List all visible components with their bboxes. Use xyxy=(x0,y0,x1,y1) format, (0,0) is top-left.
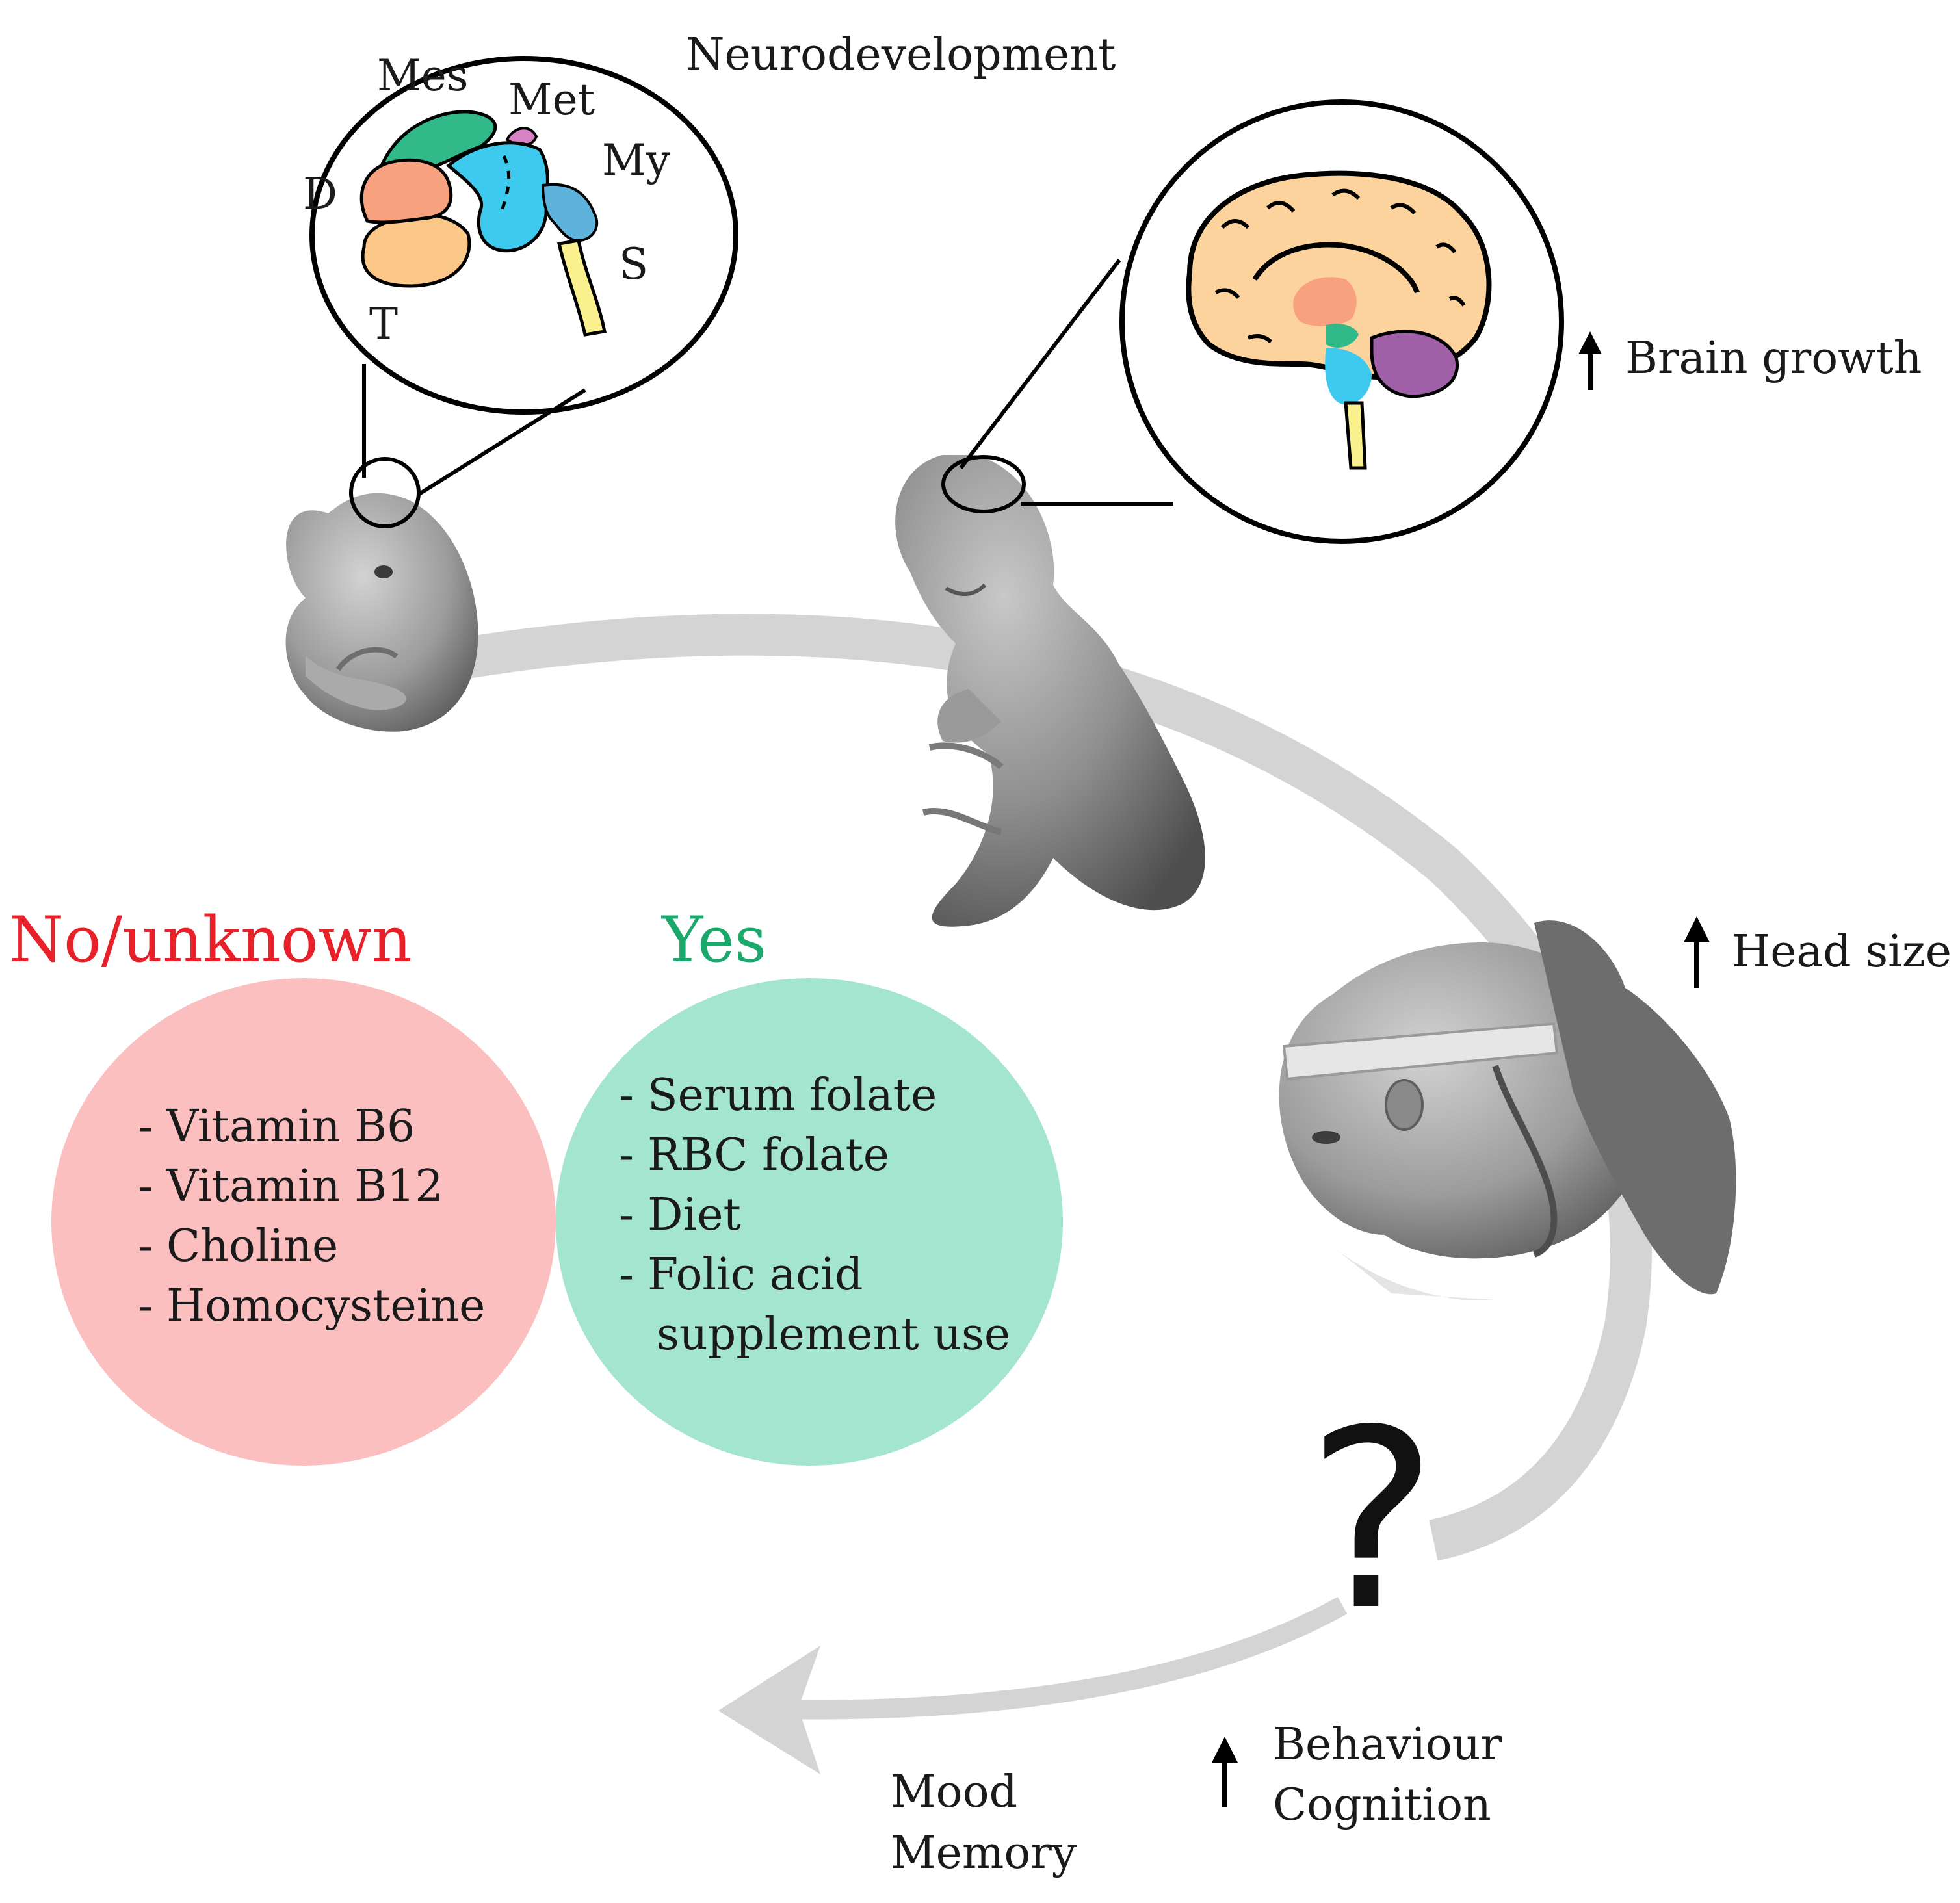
yes-circle xyxy=(556,978,1063,1466)
head-size-label: Head size xyxy=(1732,926,1952,977)
memory-label: Memory xyxy=(891,1828,1077,1879)
spinal-cord xyxy=(556,239,607,337)
list-item: -Folic acid xyxy=(619,1249,863,1301)
list-item: -Homocysteine xyxy=(138,1280,486,1332)
region-label-t: T xyxy=(369,299,399,349)
embryo-figure xyxy=(285,493,478,732)
mood-label: Mood xyxy=(891,1767,1018,1818)
up-arrow-head-size xyxy=(1684,916,1710,988)
newborn-figure xyxy=(1279,920,1736,1300)
question-mark: ? xyxy=(1307,1377,1438,1664)
embryo-brain-bubble xyxy=(309,56,738,528)
cerebellum xyxy=(1370,330,1459,398)
neurodevelopment-title: Neurodevelopment xyxy=(686,29,1116,81)
myelencephalon xyxy=(446,141,549,253)
yes-heading: Yes xyxy=(662,903,767,976)
adult-brain-bubble xyxy=(941,99,1564,544)
fetus-figure xyxy=(895,455,1205,927)
pons xyxy=(1325,348,1372,405)
yes-list: -Serum folate -RBC folate -Diet -Folic a… xyxy=(619,1066,1010,1365)
thalamus xyxy=(1293,277,1357,326)
region-label-my: My xyxy=(602,135,670,185)
up-arrow-behaviour xyxy=(1212,1737,1238,1807)
corpus-callosum xyxy=(1252,242,1420,294)
list-item: -Diet xyxy=(619,1189,741,1241)
list-item: -Vitamin B6 xyxy=(138,1101,415,1152)
no-unknown-circle xyxy=(51,978,556,1466)
arc-arrowhead xyxy=(718,1646,820,1774)
cognition-label: Cognition xyxy=(1273,1780,1491,1831)
development-arc-tail xyxy=(770,1596,1348,1720)
cerebral-cortex xyxy=(1186,170,1492,380)
diencephalon xyxy=(359,158,453,224)
fetus-head-highlight xyxy=(941,455,1026,513)
up-arrow-brain-growth xyxy=(1578,331,1602,390)
list-item: -Choline xyxy=(138,1221,339,1272)
list-item: -Vitamin B12 xyxy=(138,1161,443,1212)
telencephalon xyxy=(361,213,471,288)
region-label-mes: Mes xyxy=(377,51,469,101)
region-label-met: Met xyxy=(508,75,595,125)
region-label-s: S xyxy=(619,239,649,289)
no-unknown-heading: No/unknown xyxy=(9,903,412,976)
list-item: -RBC folate xyxy=(619,1130,890,1181)
no-unknown-list: -Vitamin B6 -Vitamin B12 -Choline -Homoc… xyxy=(138,1097,485,1336)
brainstem-spinal xyxy=(1344,401,1367,470)
list-item: -Serum folate xyxy=(619,1070,937,1121)
behaviour-label: Behaviour xyxy=(1273,1719,1502,1770)
myelencephalon-lower xyxy=(541,183,599,242)
region-label-d: D xyxy=(303,169,337,219)
midbrain xyxy=(1326,324,1359,348)
brain-growth-label: Brain growth xyxy=(1625,333,1922,384)
development-arc xyxy=(451,614,1652,1561)
list-item: supplement use xyxy=(657,1309,1011,1360)
embryo-head-highlight xyxy=(349,457,421,528)
